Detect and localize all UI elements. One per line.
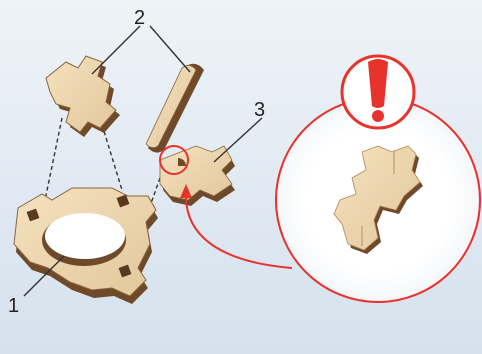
exclamation-mark-icon bbox=[342, 56, 414, 128]
callout-label-3: 3 bbox=[254, 100, 265, 120]
callout-label-1: 1 bbox=[8, 296, 19, 316]
callout-label-2: 2 bbox=[134, 8, 145, 28]
